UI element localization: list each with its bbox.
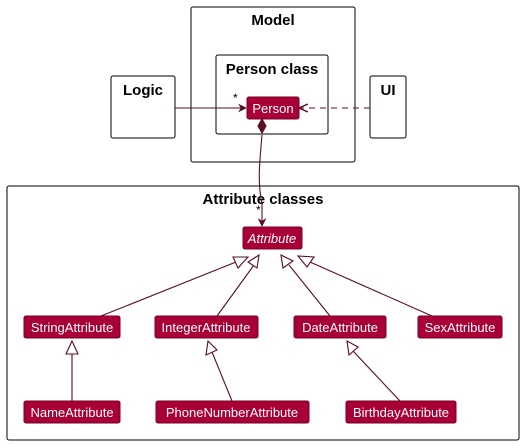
package-attribute-classes: Attribute classes — [6, 185, 520, 441]
inheritance-triangle-integer — [246, 253, 260, 269]
inheritance-triangle-birthday — [346, 339, 359, 357]
edge-string-attribute — [100, 261, 237, 317]
class-attribute-label: Attribute — [247, 231, 296, 246]
class-phone-number-attribute: PhoneNumberAttribute — [155, 400, 310, 424]
package-attribute-classes-title: Attribute classes — [203, 191, 324, 208]
package-logic: Logic — [110, 75, 176, 139]
inheritance-triangle-string — [232, 256, 250, 269]
inheritance-triangle-name — [65, 339, 79, 355]
composition-diamond — [257, 117, 267, 135]
class-phone-number-attribute-label: PhoneNumberAttribute — [166, 405, 298, 420]
class-person: Person — [246, 96, 300, 120]
package-ui: UI — [369, 75, 407, 139]
inheritance-triangle-sex — [296, 255, 316, 268]
class-name-attribute: NameAttribute — [23, 400, 121, 424]
class-integer-attribute-label: IntegerAttribute — [162, 320, 251, 335]
multiplicity-person-attribute: * — [256, 203, 261, 217]
class-integer-attribute: IntegerAttribute — [154, 315, 259, 339]
class-person-label: Person — [252, 101, 293, 116]
class-date-attribute: DateAttribute — [293, 315, 387, 339]
edge-integer-attribute — [216, 264, 255, 317]
class-birthday-attribute-label: BirthdayAttribute — [353, 405, 449, 420]
edge-sex-attribute — [309, 261, 433, 317]
inheritance-triangle-phone — [205, 339, 218, 356]
class-sex-attribute: SexAttribute — [417, 315, 503, 339]
multiplicity-logic-person: * — [233, 91, 238, 105]
package-ui-title: UI — [381, 82, 396, 99]
edge-birthday-date — [352, 350, 401, 402]
package-person-class-title: Person class — [226, 61, 319, 78]
class-string-attribute: StringAttribute — [23, 315, 121, 339]
class-sex-attribute-label: SexAttribute — [425, 320, 496, 335]
edge-phone-integer — [211, 351, 233, 402]
class-name-attribute-label: NameAttribute — [30, 405, 113, 420]
edges — [65, 108, 433, 402]
class-string-attribute-label: StringAttribute — [31, 320, 113, 335]
package-logic-title: Logic — [123, 82, 163, 99]
class-birthday-attribute: BirthdayAttribute — [345, 400, 457, 424]
edge-date-attribute — [288, 264, 331, 317]
package-person-class: Person class — [215, 54, 329, 135]
package-model-title: Model — [251, 12, 294, 29]
edge-person-attribute — [257, 134, 267, 227]
class-attribute: Attribute — [242, 226, 303, 250]
inheritance-triangle-date — [280, 254, 295, 269]
class-date-attribute-label: DateAttribute — [302, 320, 378, 335]
